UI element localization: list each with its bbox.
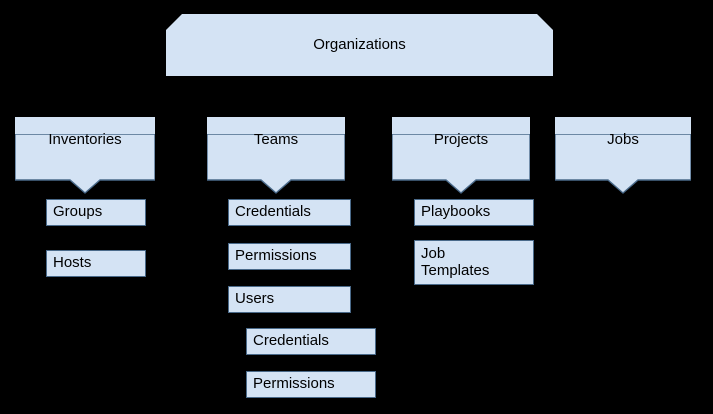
teams-tab-shape <box>207 117 345 194</box>
node-teams[interactable]: Teams <box>207 117 345 194</box>
node-teams-credentials[interactable]: Credentials <box>228 199 351 226</box>
node-teams-label: Teams <box>253 130 299 148</box>
node-playbooks-label: Playbooks <box>421 203 491 221</box>
node-teams-credentials-label: Credentials <box>235 203 311 221</box>
node-job-templates-label: Job Templates <box>421 244 490 279</box>
node-organizations[interactable]: Organizations <box>166 14 553 76</box>
node-teams-permissions[interactable]: Permissions <box>228 243 351 270</box>
node-jobs-label: Jobs <box>607 130 639 148</box>
node-users-label: Users <box>235 290 275 308</box>
node-inventories[interactable]: Inventories <box>15 117 155 194</box>
node-hosts-label: Hosts <box>53 254 92 272</box>
node-users-permissions-label: Permissions <box>253 375 335 393</box>
node-teams-permissions-label: Permissions <box>235 247 317 265</box>
node-jobs[interactable]: Jobs <box>555 117 691 194</box>
node-job-templates[interactable]: Job Templates <box>414 240 534 285</box>
node-inventories-label: Inventories <box>48 130 122 148</box>
node-organizations-label: Organizations <box>313 35 406 53</box>
node-hosts[interactable]: Hosts <box>46 250 146 277</box>
inventories-tab-shape <box>15 117 155 194</box>
projects-tab-shape <box>392 117 530 194</box>
node-users-credentials-label: Credentials <box>253 332 329 350</box>
node-users[interactable]: Users <box>228 286 351 313</box>
jobs-tab-shape <box>555 117 691 194</box>
node-projects[interactable]: Projects <box>392 117 530 194</box>
node-projects-label: Projects <box>433 130 489 148</box>
node-groups[interactable]: Groups <box>46 199 146 226</box>
node-groups-label: Groups <box>53 203 103 221</box>
node-users-permissions[interactable]: Permissions <box>246 371 376 398</box>
node-users-credentials[interactable]: Credentials <box>246 328 376 355</box>
node-playbooks[interactable]: Playbooks <box>414 199 534 226</box>
